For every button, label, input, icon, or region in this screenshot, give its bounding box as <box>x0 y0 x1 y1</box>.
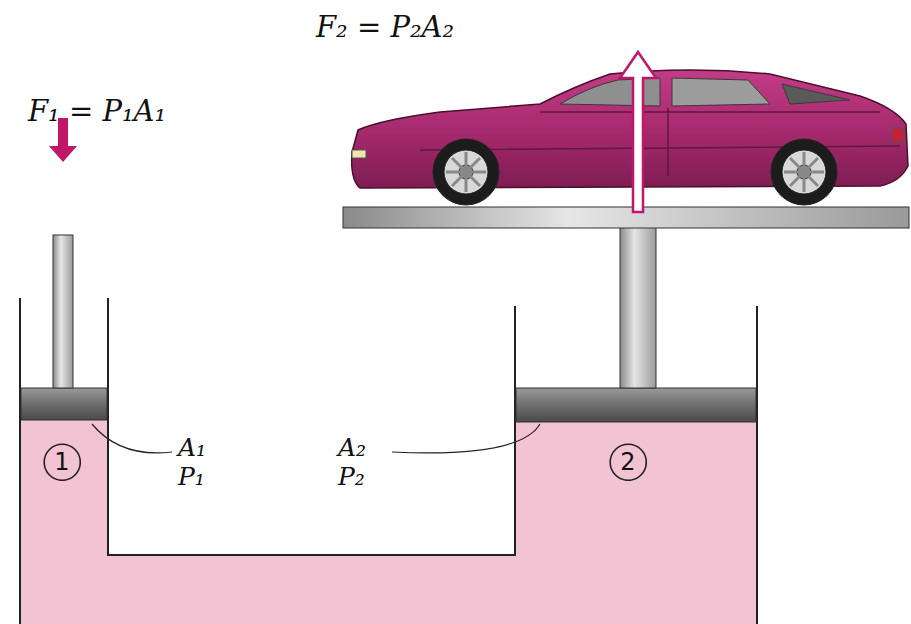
large-piston <box>516 388 756 422</box>
small-piston <box>21 388 107 420</box>
area-pressure-label: A₂ <box>338 434 366 462</box>
large-piston-rod <box>620 226 656 388</box>
leader-line <box>392 424 540 453</box>
force-equation: F₂ = P₂A₂ <box>316 12 454 44</box>
area-pressure-label: P₁ <box>178 463 205 491</box>
area-pressure-label: A₁ <box>178 434 206 462</box>
callout-number: 1 <box>54 449 69 475</box>
force-equation: F₁ = P₁A₁ <box>28 96 166 128</box>
callout-circle: 2 <box>609 443 647 481</box>
hydraulic-fluid <box>20 420 757 624</box>
lift-platform <box>343 207 909 228</box>
small-piston-rod <box>53 235 73 388</box>
callout-number: 2 <box>620 449 635 475</box>
callout-circle: 1 <box>43 443 81 481</box>
force-arrow-up <box>620 52 656 212</box>
car <box>352 70 908 205</box>
leader-line <box>92 424 172 453</box>
area-pressure-label: P₂ <box>338 463 365 491</box>
